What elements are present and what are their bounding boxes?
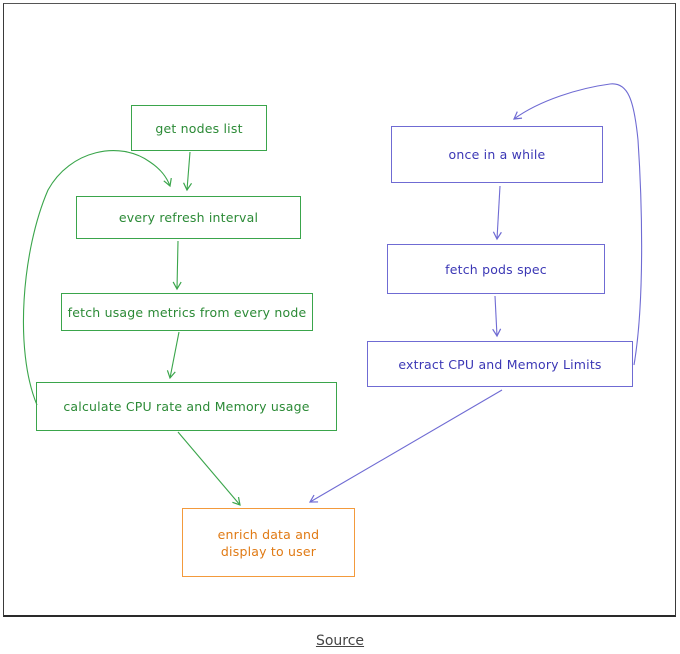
arrow-loop-back-to-refresh	[22, 150, 172, 406]
node-once-in-a-while: once in a while	[391, 126, 603, 183]
node-every-refresh-interval: every refresh interval	[76, 196, 301, 239]
arrow-calculate-to-enrich	[177, 431, 241, 506]
arrow-loop-back-to-once	[513, 83, 643, 366]
node-label: get nodes list	[155, 120, 243, 136]
arrow-nodes-to-refresh	[183, 151, 193, 192]
node-label: every refresh interval	[118, 210, 259, 225]
node-fetch-pods-spec: fetch pods spec	[387, 244, 605, 294]
arrow-once-to-fetch-pods	[492, 185, 502, 241]
node-label: enrich data and display to user	[217, 526, 320, 559]
arrow-extract-to-enrich	[308, 389, 503, 503]
node-calculate-cpu-rate: calculate CPU rate and Memory usage	[36, 382, 337, 431]
node-label: calculate CPU rate and Memory usage	[63, 399, 310, 414]
diagram-frame	[3, 3, 676, 617]
arrow-fetch-metrics-to-calculate	[166, 331, 180, 380]
arrow-refresh-to-fetch-metrics	[172, 240, 182, 291]
node-label: extract CPU and Memory Limits	[398, 356, 602, 372]
node-extract-limits: extract CPU and Memory Limits	[367, 341, 633, 387]
node-get-nodes-list: get nodes list	[131, 105, 267, 151]
node-fetch-usage-metrics: fetch usage metrics from every node	[61, 293, 313, 331]
source-link[interactable]: Source	[315, 633, 365, 649]
node-label: once in a while	[448, 147, 546, 162]
node-label: fetch usage metrics from every node	[67, 304, 307, 320]
node-label: fetch pods spec	[445, 261, 547, 277]
arrow-fetch-pods-to-extract	[492, 295, 502, 338]
node-enrich-data: enrich data and display to user	[182, 508, 355, 577]
